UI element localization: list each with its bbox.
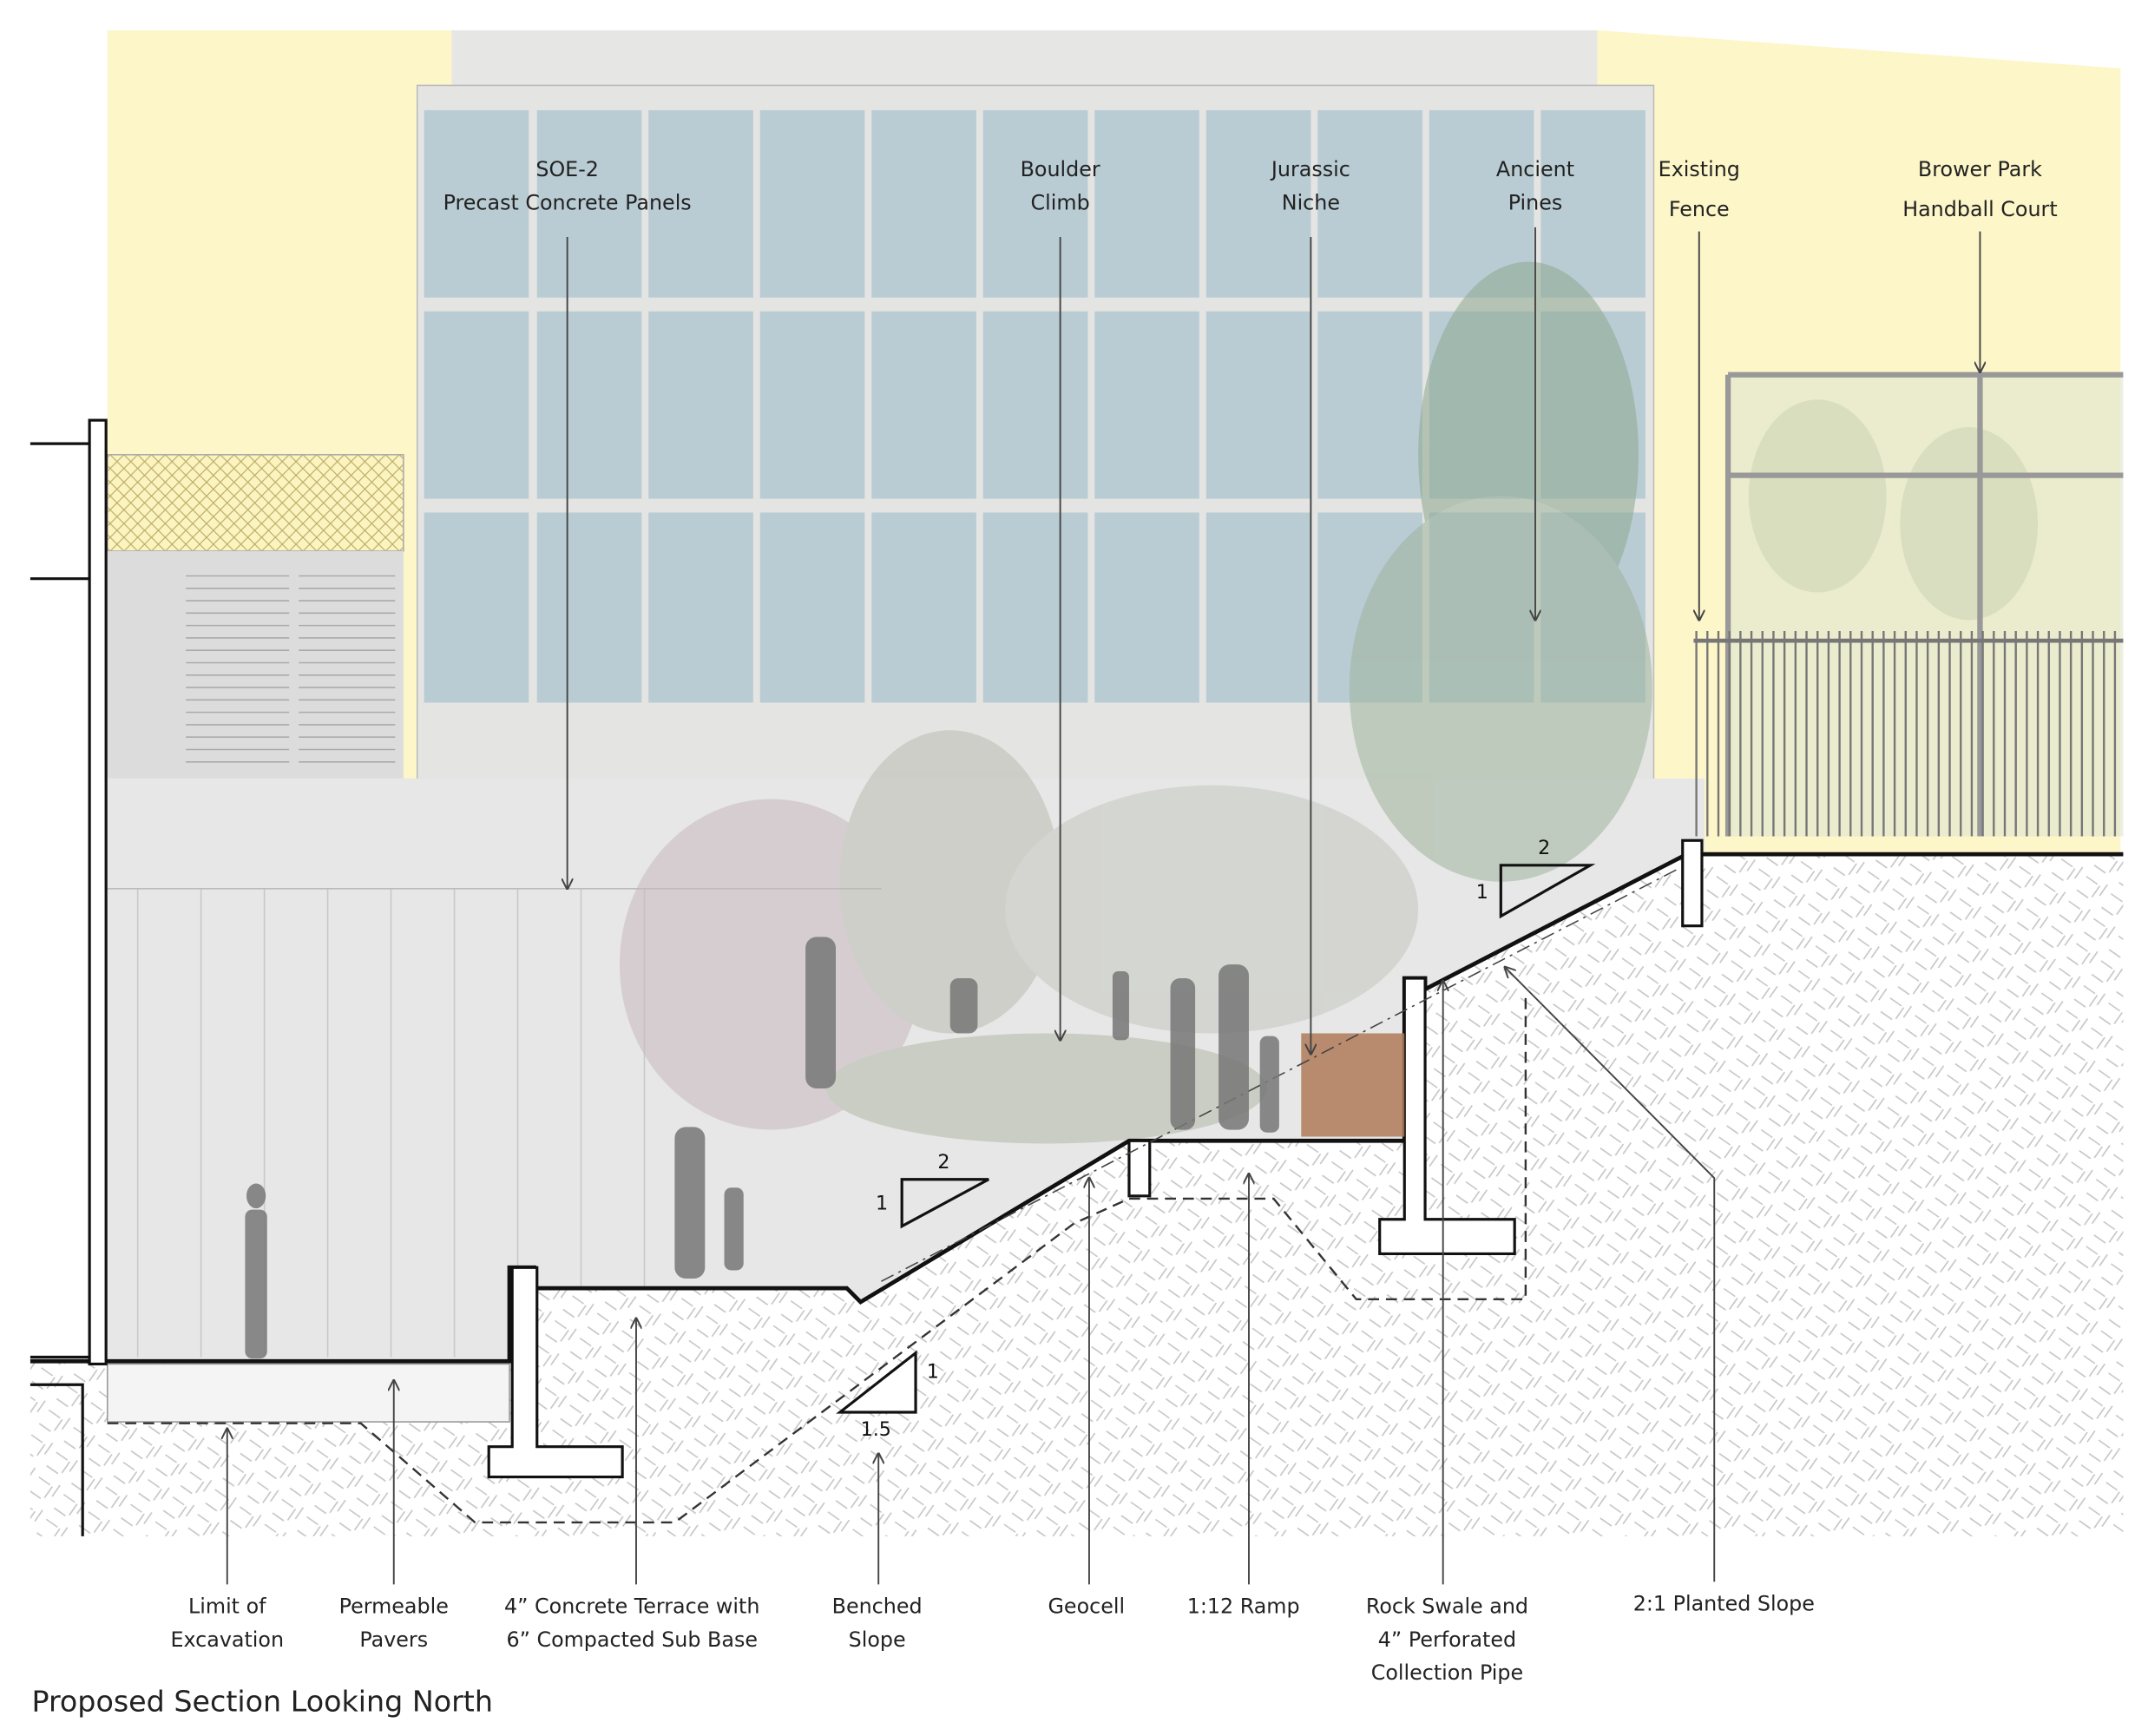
window-pane xyxy=(424,311,529,499)
window-pane xyxy=(424,109,529,298)
callout-planted-slope: 2:1 Planted Slope xyxy=(1505,967,1815,1616)
callout-label: SOE-2 xyxy=(535,157,599,181)
slope-run: 2 xyxy=(937,1151,949,1174)
window-pane xyxy=(1094,109,1199,298)
slope-mark-middle: 2 1 xyxy=(876,1151,989,1229)
slope-run: 2 xyxy=(1538,837,1550,859)
window-pane xyxy=(1205,512,1311,703)
window-pane xyxy=(424,512,529,703)
callout-rock-swale: Rock Swale and 4” Perforated Collection … xyxy=(1366,981,1528,1685)
window-pane xyxy=(871,109,976,298)
handball-court-fence xyxy=(1693,372,2124,837)
slope-rise: 1 xyxy=(1476,881,1488,904)
window-pane xyxy=(648,109,753,298)
callout-label: Permeable xyxy=(339,1595,449,1619)
drawing-title: Proposed Section Looking North xyxy=(31,1684,492,1718)
callout-label: Climb xyxy=(1031,190,1090,214)
callout-label: Slope xyxy=(849,1628,906,1652)
callout-label: 4” Concrete Terrace with xyxy=(504,1595,759,1619)
window-pane xyxy=(536,109,642,298)
callout-label: Pavers xyxy=(359,1628,428,1652)
limit-of-excavation xyxy=(107,991,1527,1524)
slope-rise: 1 xyxy=(927,1360,939,1383)
window-pane xyxy=(1317,109,1422,298)
rock-swale-stairs xyxy=(1301,1033,1405,1137)
window-pane xyxy=(1094,311,1199,499)
window-pane xyxy=(1317,311,1422,499)
people-silhouettes xyxy=(245,937,1279,1359)
callout-label: Existing xyxy=(1659,157,1740,181)
callout-label: Jurassic xyxy=(1270,157,1350,181)
window-pane xyxy=(1205,311,1311,499)
callout-label: Fence xyxy=(1669,197,1730,221)
callout-geocell: Geocell xyxy=(1048,1178,1125,1619)
window-pane xyxy=(648,512,753,703)
window-pane xyxy=(982,311,1088,499)
window-pane xyxy=(759,512,865,703)
callout-label: Boulder xyxy=(1021,157,1100,181)
callout-label: Pines xyxy=(1508,190,1563,214)
callout-ancient-pines: Ancient Pines xyxy=(1496,157,1574,620)
callout-label: Limit of xyxy=(188,1595,266,1619)
callout-label: Geocell xyxy=(1048,1595,1125,1619)
callout-label: 2:1 Planted Slope xyxy=(1633,1592,1815,1616)
window-pane xyxy=(982,512,1088,703)
callout-label: Precast Concrete Panels xyxy=(443,190,692,214)
window-pane xyxy=(1094,512,1199,703)
window-pane xyxy=(759,109,865,298)
callout-label: Excavation xyxy=(170,1628,284,1652)
window-grid xyxy=(424,109,1645,703)
callout-label: Handball Court xyxy=(1902,197,2057,221)
callout-concrete-terrace: 4” Concrete Terrace with 6” Compacted Su… xyxy=(504,1318,759,1652)
window-pane xyxy=(871,512,976,703)
callout-boulder-climb: Boulder Climb xyxy=(1021,157,1100,1040)
callout-permeable-pavers: Permeable Pavers xyxy=(339,1380,449,1652)
callout-handball-court: Brower Park Handball Court xyxy=(1902,157,2058,372)
ground-section xyxy=(30,854,2124,1536)
pavers xyxy=(106,1363,510,1423)
window-pane xyxy=(982,109,1088,298)
window-pane xyxy=(536,512,642,703)
callout-label: Brower Park xyxy=(1918,157,2042,181)
callout-limit-of-excavation: Limit of Excavation xyxy=(170,1429,284,1652)
slope-mark-benched: 1 1.5 xyxy=(836,1350,939,1441)
callout-ramp: 1:12 Ramp xyxy=(1187,1174,1300,1619)
window-pane xyxy=(536,311,642,499)
callout-label: Ancient xyxy=(1496,157,1574,181)
building-column xyxy=(88,418,108,1366)
window-pane xyxy=(759,311,865,499)
footings xyxy=(487,838,1704,1479)
callout-existing-fence: Existing Fence xyxy=(1659,157,1740,620)
callout-label: Collection Pipe xyxy=(1371,1660,1523,1685)
callout-label: Benched xyxy=(832,1595,923,1619)
window-pane xyxy=(648,311,753,499)
callout-label: 1:12 Ramp xyxy=(1187,1595,1300,1619)
window-pane xyxy=(1540,109,1645,298)
slope-mark-upper: 2 1 xyxy=(1476,837,1596,919)
window-pane xyxy=(1205,109,1311,298)
slope-run: 1.5 xyxy=(861,1418,891,1441)
callout-benched-slope: Benched Slope xyxy=(832,1454,923,1652)
callout-label: Niche xyxy=(1282,190,1340,214)
callout-soe2: SOE-2 Precast Concrete Panels xyxy=(443,157,692,889)
callout-jurassic-niche: Jurassic Niche xyxy=(1270,157,1350,1054)
callout-label: 6” Compacted Sub Base xyxy=(506,1628,758,1652)
callout-label: Rock Swale and xyxy=(1366,1595,1528,1619)
window-pane xyxy=(871,311,976,499)
callout-label: 4” Perforated xyxy=(1378,1628,1516,1652)
slope-rise: 1 xyxy=(876,1193,888,1215)
